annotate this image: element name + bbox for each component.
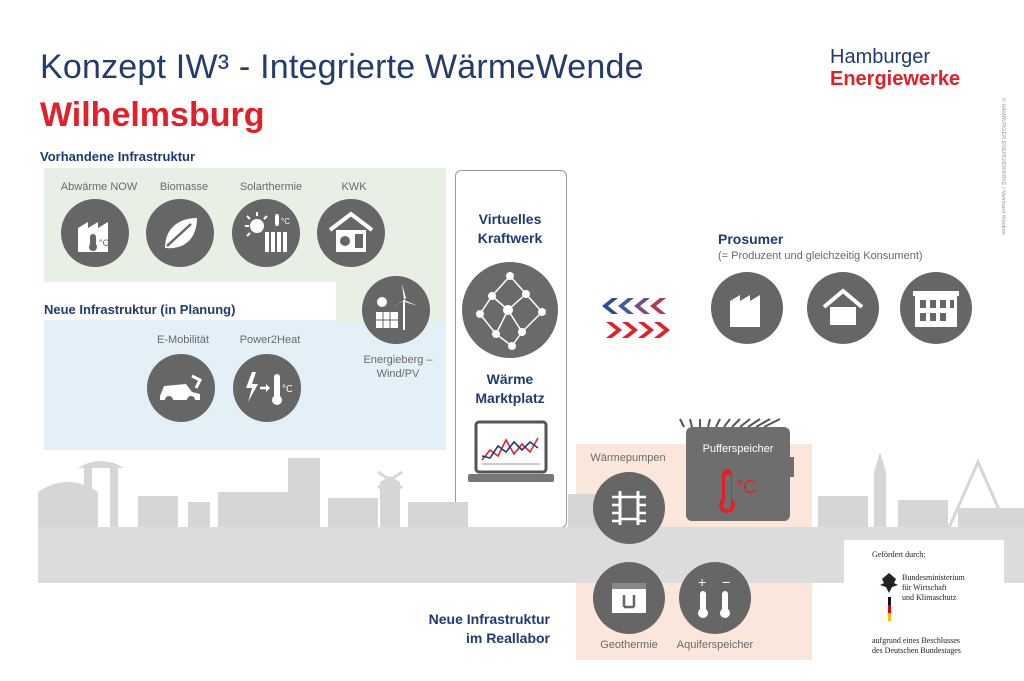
- mp-label-2: Marktplatz: [475, 390, 545, 406]
- reallabor-heading: Neue Infrastruktur im Reallabor: [400, 610, 550, 648]
- prosumer-note: (= Produzent und gleichzeitig Konsument): [718, 250, 923, 262]
- network-icon: [462, 262, 558, 358]
- svg-text:+: +: [698, 574, 706, 590]
- svg-text:°C: °C: [99, 238, 110, 248]
- wind-pv-icon: [362, 276, 430, 344]
- electric-car-icon: [147, 354, 215, 422]
- svg-text:°C: °C: [736, 477, 756, 497]
- logo-line-1: Hamburger: [830, 46, 931, 68]
- factory-icon: [711, 272, 783, 344]
- item-label-kwk: KWK: [341, 181, 367, 193]
- vk-label-2: Kraftwerk: [477, 230, 543, 246]
- copyright-text: © HAMBURGER ENERGIEWERKE / Meinhard Weid…: [1000, 97, 1006, 235]
- apartment-building-icon: [900, 272, 972, 344]
- reallabor-heading-2: im Reallabor: [465, 630, 550, 646]
- buffer-tank-icon: °C: [678, 417, 798, 528]
- house-icon: [807, 272, 879, 344]
- heat-pump-icon: [593, 472, 665, 544]
- waermepumpen-label: Wärmepumpen: [590, 452, 666, 464]
- house-chp-icon: [317, 199, 385, 267]
- item-label-abwaerme: Abwärme NOW: [60, 181, 138, 193]
- page-subtitle: Wilhelmsburg: [40, 96, 265, 134]
- skyline-illustration: [38, 452, 1024, 535]
- svg-text:−: −: [722, 574, 730, 590]
- logo-line-2: Energiewerke: [830, 68, 961, 90]
- planned-heading: Neue Infrastruktur (in Planung): [44, 302, 236, 317]
- prosumer-heading: Prosumer: [718, 231, 784, 247]
- funding-basis-1: aufgrund eines Beschlusses: [872, 636, 960, 645]
- funding-basis: aufgrund eines Beschlusses des Deutschen…: [872, 636, 961, 656]
- aquifer-storage-icon: +−: [679, 562, 751, 634]
- reallabor-heading-1: Neue Infrastruktur: [428, 611, 550, 627]
- geothermal-icon: [593, 562, 665, 634]
- federal-eagle-flag-icon: [878, 571, 900, 626]
- aquiferspeicher-label: Aquiferspeicher: [676, 639, 754, 651]
- ministry-line-3: und Klimaschutz: [902, 593, 957, 602]
- ministry-name: Bundesministerium für Wirtschaft und Kli…: [902, 573, 965, 603]
- planned-heading-strip: [44, 288, 336, 320]
- funding-intro: Gefördert durch:: [872, 550, 926, 559]
- laptop-chart-icon: [466, 418, 556, 495]
- mp-label-1: Wärme: [486, 371, 534, 387]
- ministry-line-1: Bundesministerium: [902, 573, 965, 582]
- leaf-icon: [146, 199, 214, 267]
- item-label-emobilitaet: E-Mobilität: [157, 334, 209, 346]
- ministry-line-2: für Wirtschaft: [902, 583, 947, 592]
- exchange-arrows-icon: [582, 292, 692, 351]
- factory-thermometer-icon: °C: [61, 199, 129, 267]
- funding-box: [844, 540, 1004, 670]
- item-label-solarthermie: Solarthermie: [239, 181, 303, 193]
- geothermie-label: Geothermie: [600, 639, 658, 651]
- existing-heading: Vorhandene Infrastruktur: [40, 149, 196, 164]
- energieberg-label-2: Wind/PV: [376, 368, 420, 380]
- funding-basis-2: des Deutschen Bundestages: [872, 646, 961, 655]
- vk-label-1: Virtuelles: [478, 211, 542, 227]
- item-label-biomasse: Biomasse: [159, 181, 209, 193]
- power-to-heat-icon: °C: [233, 354, 301, 422]
- page-title: Konzept IW³ - Integrierte WärmeWende: [40, 48, 644, 86]
- svg-text:°C: °C: [281, 217, 290, 226]
- svg-text:°C: °C: [282, 384, 292, 395]
- sun-radiator-icon: °C: [232, 199, 300, 267]
- energieberg-label-1: Energieberg –: [363, 354, 433, 366]
- item-label-power2heat: Power2Heat: [239, 334, 301, 346]
- pufferspeicher-label: Pufferspeicher: [702, 443, 774, 455]
